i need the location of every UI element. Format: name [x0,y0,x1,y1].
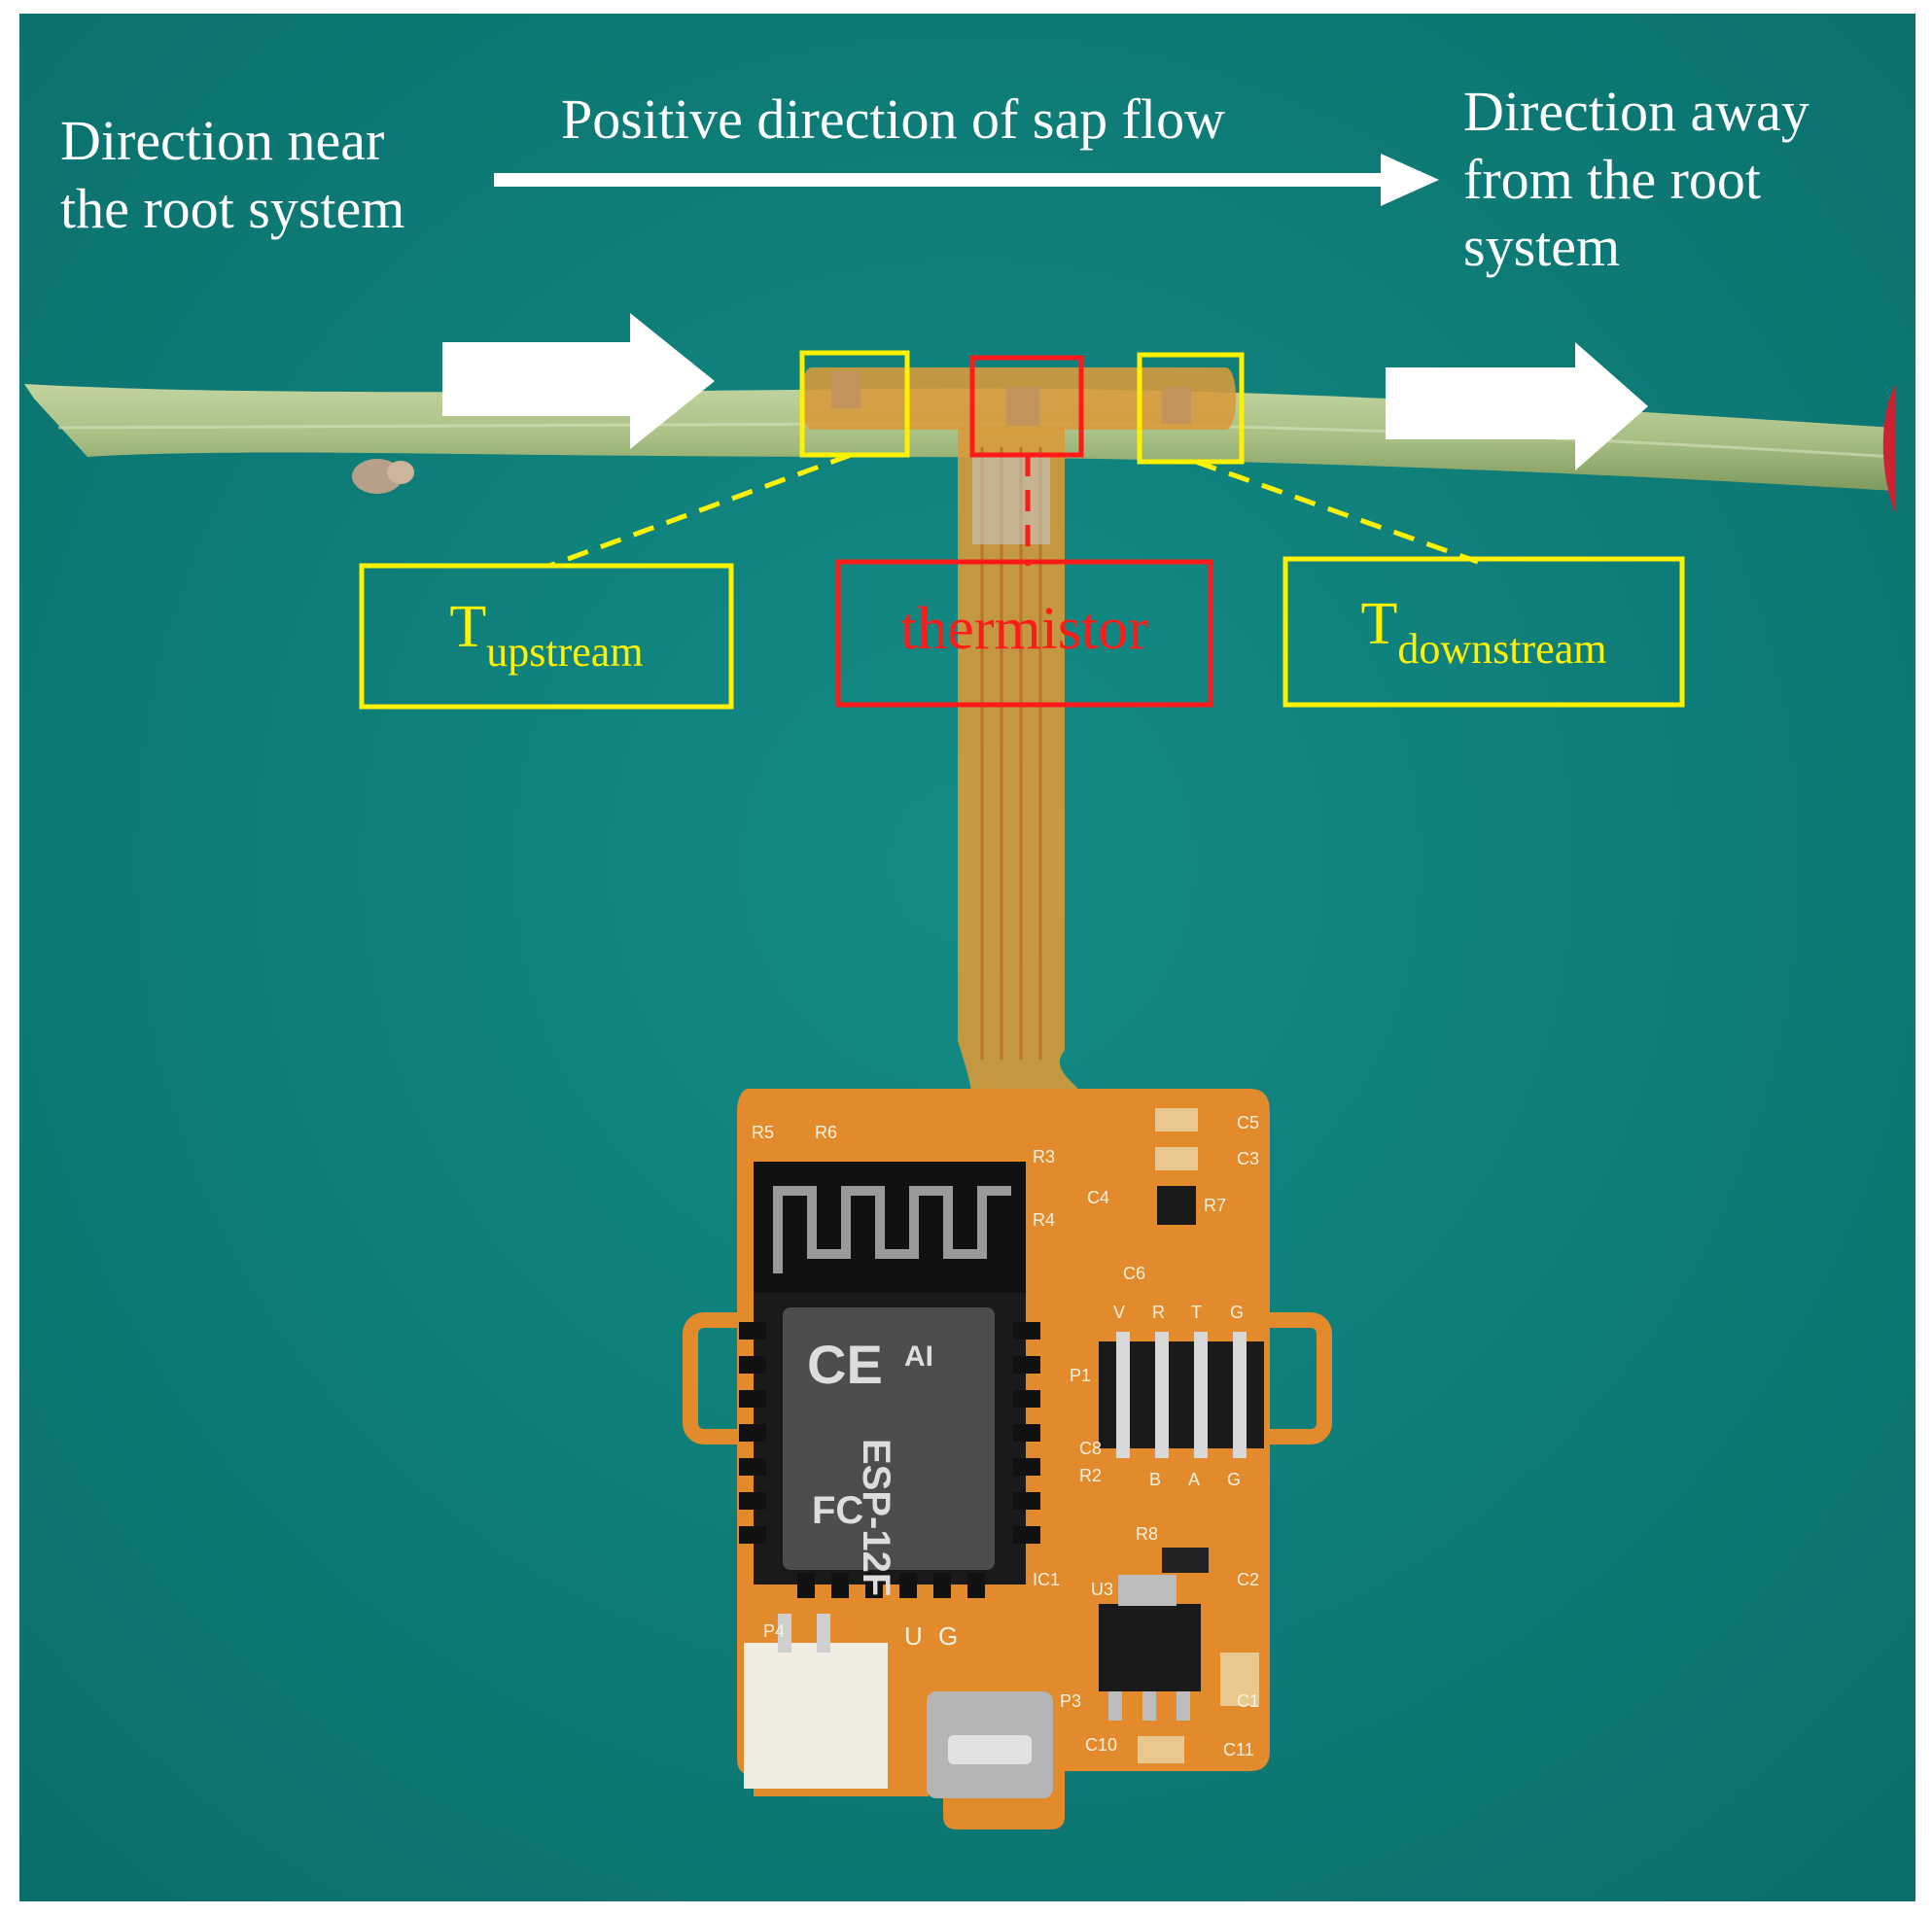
silk-t: T [1191,1303,1202,1322]
downstream-sub: downstream [1397,625,1607,673]
away-root-line-2: from the root [1463,147,1762,211]
silk-a: A [1188,1470,1201,1489]
pcb-board [683,1089,1332,1829]
away-root-line-1: Direction away [1463,80,1809,143]
flow-direction-label: Positive direction of sap flow [561,86,1225,154]
silk-c6: C6 [1123,1264,1146,1283]
upstream-sub: upstream [486,628,644,676]
dashed-leaders [548,452,1479,569]
silk-c10: C10 [1085,1735,1118,1755]
silk-r2: R2 [1079,1466,1103,1485]
silk-r6: R6 [815,1123,838,1142]
header-pins [1099,1332,1264,1458]
silk-r3: R3 [1033,1147,1056,1166]
silk-c3: C3 [1237,1149,1260,1168]
upstream-main: T [449,594,487,660]
near-root-label: Direction near the root system [60,107,404,242]
silk-u: U [904,1621,923,1651]
silk-g2: G [1227,1470,1242,1489]
silk-g3: G [938,1621,959,1651]
upstream-box [359,563,734,710]
battery-connector [744,1643,888,1789]
near-root-line-2: the root system [60,176,405,240]
upstream-label: Tupstream [362,591,731,679]
thermistor-box [835,559,1213,708]
near-root-line-1: Direction near [60,109,385,172]
silk-r4: R4 [1033,1210,1056,1230]
downstream-main: T [1360,591,1398,657]
thermistor-label: thermistor [838,593,1211,665]
silk-g: G [1230,1303,1245,1322]
module-brand: AI [904,1340,933,1373]
thermistor-text: thermistor [900,596,1148,662]
silk-c5: C5 [1237,1113,1260,1132]
silk-r5: R5 [752,1123,775,1142]
silk-v: V [1113,1303,1126,1322]
silk-c1: C1 [1237,1691,1260,1711]
flow-direction-text: Positive direction of sap flow [561,87,1226,151]
silk-ic1: IC1 [1033,1570,1061,1589]
silk-r8: R8 [1136,1524,1159,1544]
downstream-label: Tdownstream [1285,588,1682,676]
silk-u3: U3 [1091,1580,1114,1599]
silk-b: B [1149,1470,1162,1489]
silk-p1: P1 [1070,1366,1092,1385]
flex-cable [800,367,1237,1108]
silk-c4: C4 [1087,1188,1110,1207]
silk-r: R [1152,1303,1165,1322]
silk-p4: P4 [763,1621,786,1641]
silk-c2: C2 [1237,1570,1260,1589]
silk-c11: C11 [1223,1740,1254,1759]
module-ce-mark: CE [807,1334,883,1395]
silk-p3: P3 [1060,1691,1082,1711]
away-root-label: Direction away from the root system [1463,78,1809,281]
sensor-highlights [799,350,1245,465]
downstream-box [1282,556,1685,708]
module-fc-mark: FC [812,1489,864,1532]
silk-c8: C8 [1079,1439,1103,1458]
flow-arrows [442,154,1648,470]
silk-r7: R7 [1204,1196,1227,1215]
away-root-line-3: system [1463,215,1621,279]
